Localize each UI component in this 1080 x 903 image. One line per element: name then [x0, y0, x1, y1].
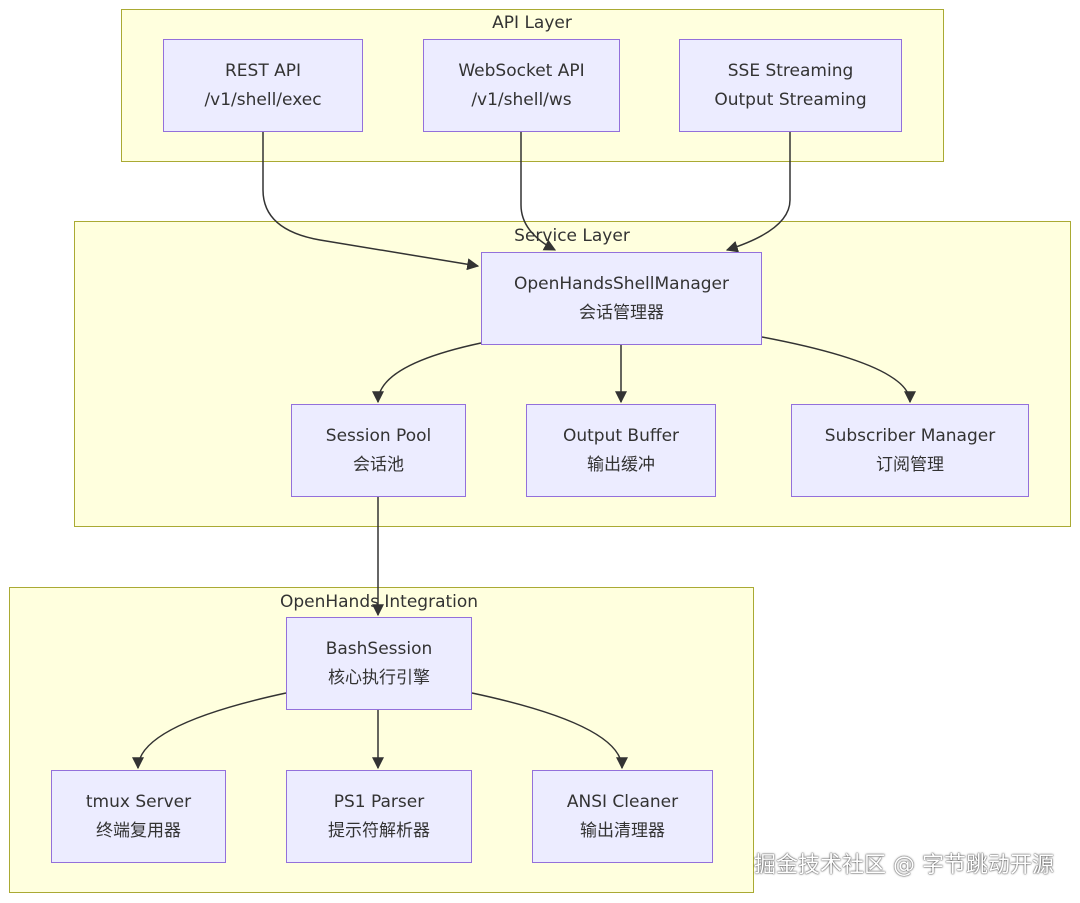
node-websocket-api-subtitle: /v1/shell/ws	[471, 89, 572, 110]
node-session-pool-subtitle: 会话池	[353, 454, 404, 475]
node-output-buffer[interactable]: Output Buffer 输出缓冲	[526, 404, 716, 497]
node-ansi-cleaner-title: ANSI Cleaner	[566, 791, 679, 812]
node-ansi-cleaner-subtitle: 输出清理器	[580, 820, 665, 841]
node-rest-api-title: REST API	[224, 60, 302, 81]
node-websocket-api[interactable]: WebSocket API /v1/shell/ws	[423, 39, 620, 132]
node-shell-manager[interactable]: OpenHandsShellManager 会话管理器	[481, 252, 762, 345]
cluster-title-openhands-integration: OpenHands Integration	[279, 592, 479, 612]
node-rest-api-subtitle: /v1/shell/exec	[204, 89, 322, 110]
node-subscriber-manager[interactable]: Subscriber Manager 订阅管理	[791, 404, 1029, 497]
node-sse-streaming[interactable]: SSE Streaming Output Streaming	[679, 39, 902, 132]
node-websocket-api-title: WebSocket API	[458, 60, 585, 81]
node-tmux-server[interactable]: tmux Server 终端复用器	[51, 770, 226, 863]
node-sse-streaming-title: SSE Streaming	[727, 60, 854, 81]
node-tmux-server-title: tmux Server	[85, 791, 192, 812]
node-bash-session-subtitle: 核心执行引擎	[328, 667, 430, 688]
watermark: 掘金技术社区 @ 字节跳动开源	[754, 853, 1054, 878]
cluster-title-api-layer: API Layer	[492, 13, 572, 33]
node-shell-manager-subtitle: 会话管理器	[579, 302, 664, 323]
cluster-title-service-layer: Service Layer	[514, 226, 630, 246]
node-rest-api[interactable]: REST API /v1/shell/exec	[163, 39, 363, 132]
node-output-buffer-title: Output Buffer	[562, 425, 680, 446]
node-subscriber-manager-title: Subscriber Manager	[824, 425, 996, 446]
node-bash-session-title: BashSession	[325, 638, 433, 659]
node-tmux-server-subtitle: 终端复用器	[96, 820, 181, 841]
node-ps1-parser[interactable]: PS1 Parser 提示符解析器	[286, 770, 472, 863]
node-ansi-cleaner[interactable]: ANSI Cleaner 输出清理器	[532, 770, 713, 863]
node-shell-manager-title: OpenHandsShellManager	[513, 273, 729, 294]
node-sse-streaming-subtitle: Output Streaming	[714, 89, 867, 110]
node-ps1-parser-title: PS1 Parser	[333, 791, 425, 812]
node-ps1-parser-subtitle: 提示符解析器	[328, 820, 430, 841]
node-session-pool[interactable]: Session Pool 会话池	[291, 404, 466, 497]
node-bash-session[interactable]: BashSession 核心执行引擎	[286, 617, 472, 710]
node-session-pool-title: Session Pool	[325, 425, 432, 446]
node-subscriber-manager-subtitle: 订阅管理	[876, 454, 944, 475]
node-output-buffer-subtitle: 输出缓冲	[587, 454, 655, 475]
